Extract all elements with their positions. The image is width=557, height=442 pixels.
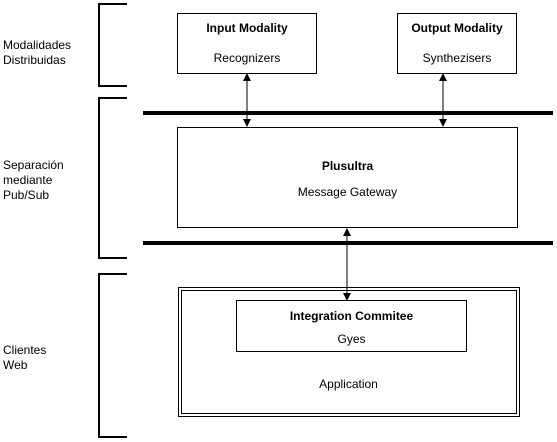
bracket-web [98,273,127,438]
bracket-distributed [98,3,127,87]
bracket-pubsub [98,97,127,259]
plusultra-box: Plusultra Message Gateway [177,127,518,228]
label-pubsub-separation: Separación mediante Pub/Sub [3,158,64,202]
input-modality-title: Input Modality [206,21,288,35]
integration-commitee-title: Integration Commitee [289,309,414,323]
input-modality-box: Input Modality Recognizers [177,13,317,74]
plusultra-subtitle: Message Gateway [297,185,398,199]
application-frame-outer [178,287,520,417]
integration-commitee-box: Integration Commitee Gyes [236,300,467,352]
input-modality-subtitle: Recognizers [213,51,281,65]
plusultra-title: Plusultra [321,159,374,173]
output-modality-subtitle: Synthezisers [422,51,492,65]
application-frame-inner [181,290,517,414]
label-web-clients: Clientes Web [3,343,47,372]
integration-commitee-subtitle: Gyes [337,332,366,346]
application-label: Application [319,377,378,391]
output-modality-title: Output Modality [411,21,503,35]
label-distributed-modalities: Modalidades Distribuidas [3,38,72,67]
output-modality-box: Output Modality Synthezisers [397,13,517,74]
